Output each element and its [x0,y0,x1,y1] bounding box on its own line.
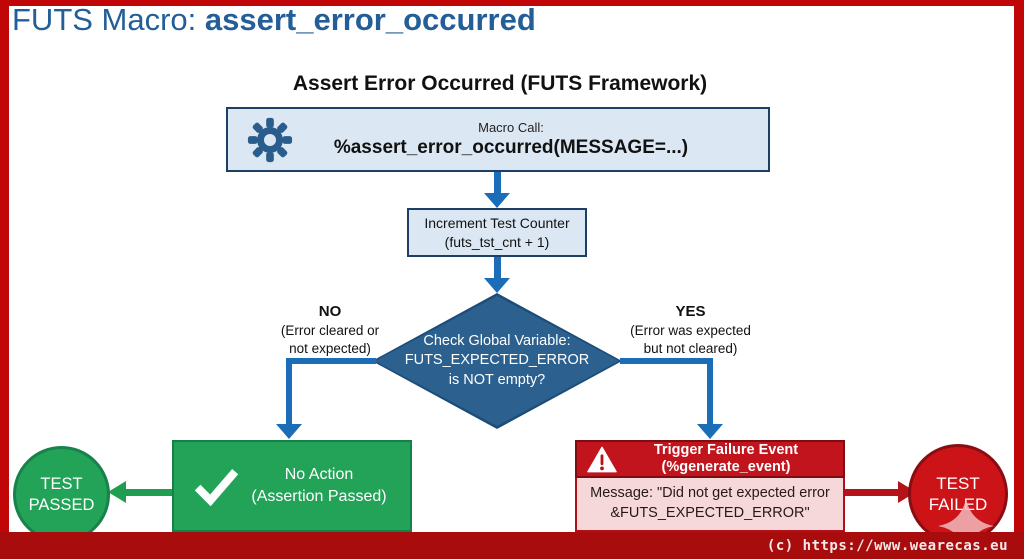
macro-call-node: Macro Call: %assert_error_occurred(MESSA… [226,107,770,172]
counter-line1: Increment Test Counter [424,214,570,231]
decision-node: Check Global Variable: FUTS_EXPECTED_ERR… [372,293,622,429]
trigger-failure-node: Trigger Failure Event (%generate_event) … [575,440,845,532]
pass-arrow-shaft [124,489,174,496]
test-failed-line1: TEST [936,473,980,493]
test-passed-line2: PASSED [28,495,95,514]
trigger-failure-line1: Trigger Failure Event [653,441,799,458]
diagram-heading: Assert Error Occurred (FUTS Framework) [292,72,708,95]
no-branch-horizontal [286,358,376,364]
decision-line2: FUTS_EXPECTED_ERROR [404,352,590,369]
no-description: (Error cleared or not expected) [250,322,410,357]
page-title-macro-name: assert_error_occurred [204,2,536,37]
test-passed-line1: TEST [40,474,83,493]
footer-bar: (c) https://www.wearecas.eu [0,532,1024,559]
increment-counter-node: Increment Test Counter (futs_tst_cnt + 1… [407,208,587,257]
copyright-url: (c) https://www.wearecas.eu [766,537,1008,554]
yes-branch-vertical [707,358,713,424]
decision-line3: is NOT empty? [448,371,546,388]
yes-desc-line1: (Error was expected [630,323,751,338]
no-branch-arrowhead [276,424,302,439]
decision-line1: Check Global Variable: [423,332,571,349]
test-passed-terminal: TEST PASSED [13,446,110,543]
frame-border-left [0,0,9,559]
fail-arrow-shaft [843,489,898,496]
arrow-macro-to-counter-shaft [494,172,501,194]
no-label: NO [318,303,342,320]
sparkle-icon [938,498,994,554]
macro-call-code: %assert_error_occurred(MESSAGE=...) [333,137,689,158]
yes-label: YES [675,303,706,320]
no-branch-vertical [286,358,292,424]
yes-desc-line2: but not cleared) [643,340,738,356]
no-action-line1: No Action [284,466,354,484]
yes-branch-horizontal [620,358,713,364]
no-action-line2: (Assertion Passed) [251,488,387,505]
arrow-counter-to-decision-shaft [494,257,501,279]
pass-arrow-head [108,481,126,503]
yes-description: (Error was expected but not cleared) [608,322,773,357]
trigger-failure-header: Trigger Failure Event (%generate_event) [575,440,845,478]
page-title: FUTS Macro: assert_error_occurred [12,2,536,38]
macro-call-text: Macro Call: %assert_error_occurred(MESSA… [294,120,768,159]
trigger-failure-line2: (%generate_event) [661,459,791,475]
counter-line2: (futs_tst_cnt + 1) [444,233,550,250]
failure-message-line1: Message: "Did not get expected error [590,485,830,502]
arrow-counter-to-decision-head [484,278,510,293]
no-action-node: No Action (Assertion Passed) [172,440,412,532]
no-desc-line2: not expected) [289,340,371,356]
frame-border-top [0,0,1024,6]
checkmark-icon [194,468,239,506]
branch-label-yes: YES (Error was expected but not cleared) [608,303,773,357]
failure-message: Message: "Did not get expected error &FU… [575,478,845,532]
branch-label-no: NO (Error cleared or not expected) [250,303,410,357]
warning-icon [587,446,617,472]
page-title-prefix: FUTS Macro: [12,2,205,37]
decision-text: Check Global Variable: FUTS_EXPECTED_ERR… [372,293,622,429]
failure-message-line2: &FUTS_EXPECTED_ERROR" [610,505,810,521]
trigger-failure-text: Trigger Failure Event (%generate_event) [617,442,843,477]
gear-icon [247,117,293,162]
yes-branch-arrowhead [697,424,723,439]
test-failed-line2: FAILED [928,495,988,514]
arrow-macro-to-counter-head [484,193,510,208]
no-action-text: No Action (Assertion Passed) [240,464,410,507]
macro-call-label: Macro Call: [478,120,544,135]
no-desc-line1: (Error cleared or [280,323,380,338]
frame-border-right [1014,0,1024,559]
